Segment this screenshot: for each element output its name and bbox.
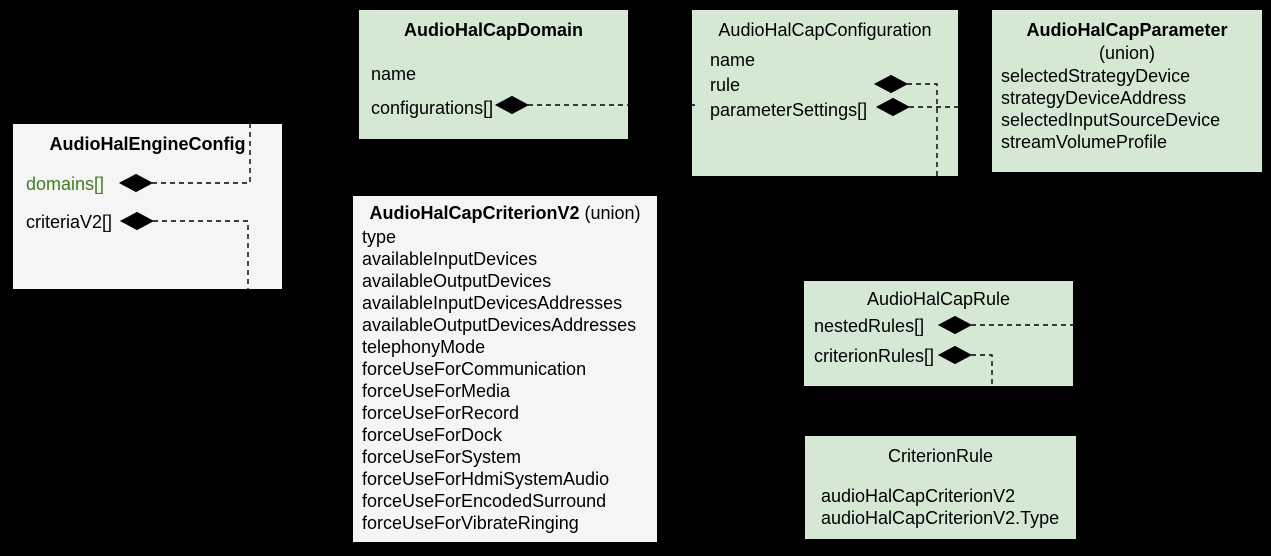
field-strategy-device-address: strategyDeviceAddress [1001,88,1187,108]
field-rule: rule [710,75,741,95]
box-title: AudioHalCapConfiguration [718,20,932,40]
field-telephony-mode: telephonyMode [362,337,486,357]
field-force-use-for-vibrate-ringing: forceUseForVibrateRinging [362,513,579,533]
field-audio-hal-cap-criterion-v2: audioHalCapCriterionV2 [821,486,1016,506]
field-audio-hal-cap-criterion-v2-type: audioHalCapCriterionV2.Type [821,508,1060,528]
box-title-text: AudioHalCapCriterionV2 [369,203,580,223]
field-force-use-for-encoded-surround: forceUseForEncodedSurround [362,491,607,511]
box-audio-hal-cap-parameter: AudioHalCapParameter (union) selectedStr… [991,9,1263,173]
box-title: CriterionRule [887,446,994,466]
field-force-use-for-media: forceUseForMedia [362,381,511,401]
field-criteria-v2: criteriaV2[] [26,212,113,232]
field-selected-input-source-device: selectedInputSourceDevice [1001,110,1221,130]
box-title-union-suffix: (union) [579,203,641,223]
field-parameter-settings: parameterSettings[] [710,100,868,120]
box-subtitle-union: (union) [1098,43,1156,63]
field-nested-rules: nestedRules[] [814,316,925,336]
field-available-input-devices: availableInputDevices [362,249,538,269]
field-force-use-for-dock: forceUseForDock [362,425,503,445]
box-audio-hal-cap-domain: AudioHalCapDomain name configurations[] [358,9,629,140]
box-title: AudioHalCapCriterionV2 (union) [353,196,657,226]
box-audio-hal-engine-config: AudioHalEngineConfig domains[] criteriaV… [12,123,283,290]
box-title: AudioHalEngineConfig [49,134,246,154]
box-title: AudioHalCapRule [866,289,1011,309]
field-stream-volume-profile: streamVolumeProfile [1001,132,1168,152]
field-available-output-devices: availableOutputDevices [362,271,552,291]
field-configurations: configurations[] [371,98,494,118]
field-force-use-for-communication: forceUseForCommunication [362,359,587,379]
box-criterion-rule: CriterionRule audioHalCapCriterionV2 aud… [804,435,1077,540]
field-domains: domains[] [26,174,105,194]
field-name: name [371,64,417,84]
box-title: AudioHalCapDomain [403,20,583,40]
field-force-use-for-hdmi-system-audio: forceUseForHdmiSystemAudio [362,469,610,489]
field-type: type [362,227,397,247]
field-selected-strategy-device: selectedStrategyDevice [1001,66,1191,86]
field-criterion-rules: criterionRules[] [814,346,935,366]
box-title: AudioHalCapParameter [1026,20,1228,40]
box-audio-hal-cap-criterion-v2: AudioHalCapCriterionV2 (union) type avai… [352,195,658,543]
field-force-use-for-system: forceUseForSystem [362,447,522,467]
field-name: name [710,50,756,70]
box-audio-hal-cap-rule: AudioHalCapRule nestedRules[] criterionR… [803,280,1074,387]
box-audio-hal-cap-configuration: AudioHalCapConfiguration name rule param… [691,9,959,177]
field-available-output-devices-addresses: availableOutputDevicesAddresses [362,315,637,335]
field-force-use-for-record: forceUseForRecord [362,403,520,423]
field-available-input-devices-addresses: availableInputDevicesAddresses [362,293,623,313]
